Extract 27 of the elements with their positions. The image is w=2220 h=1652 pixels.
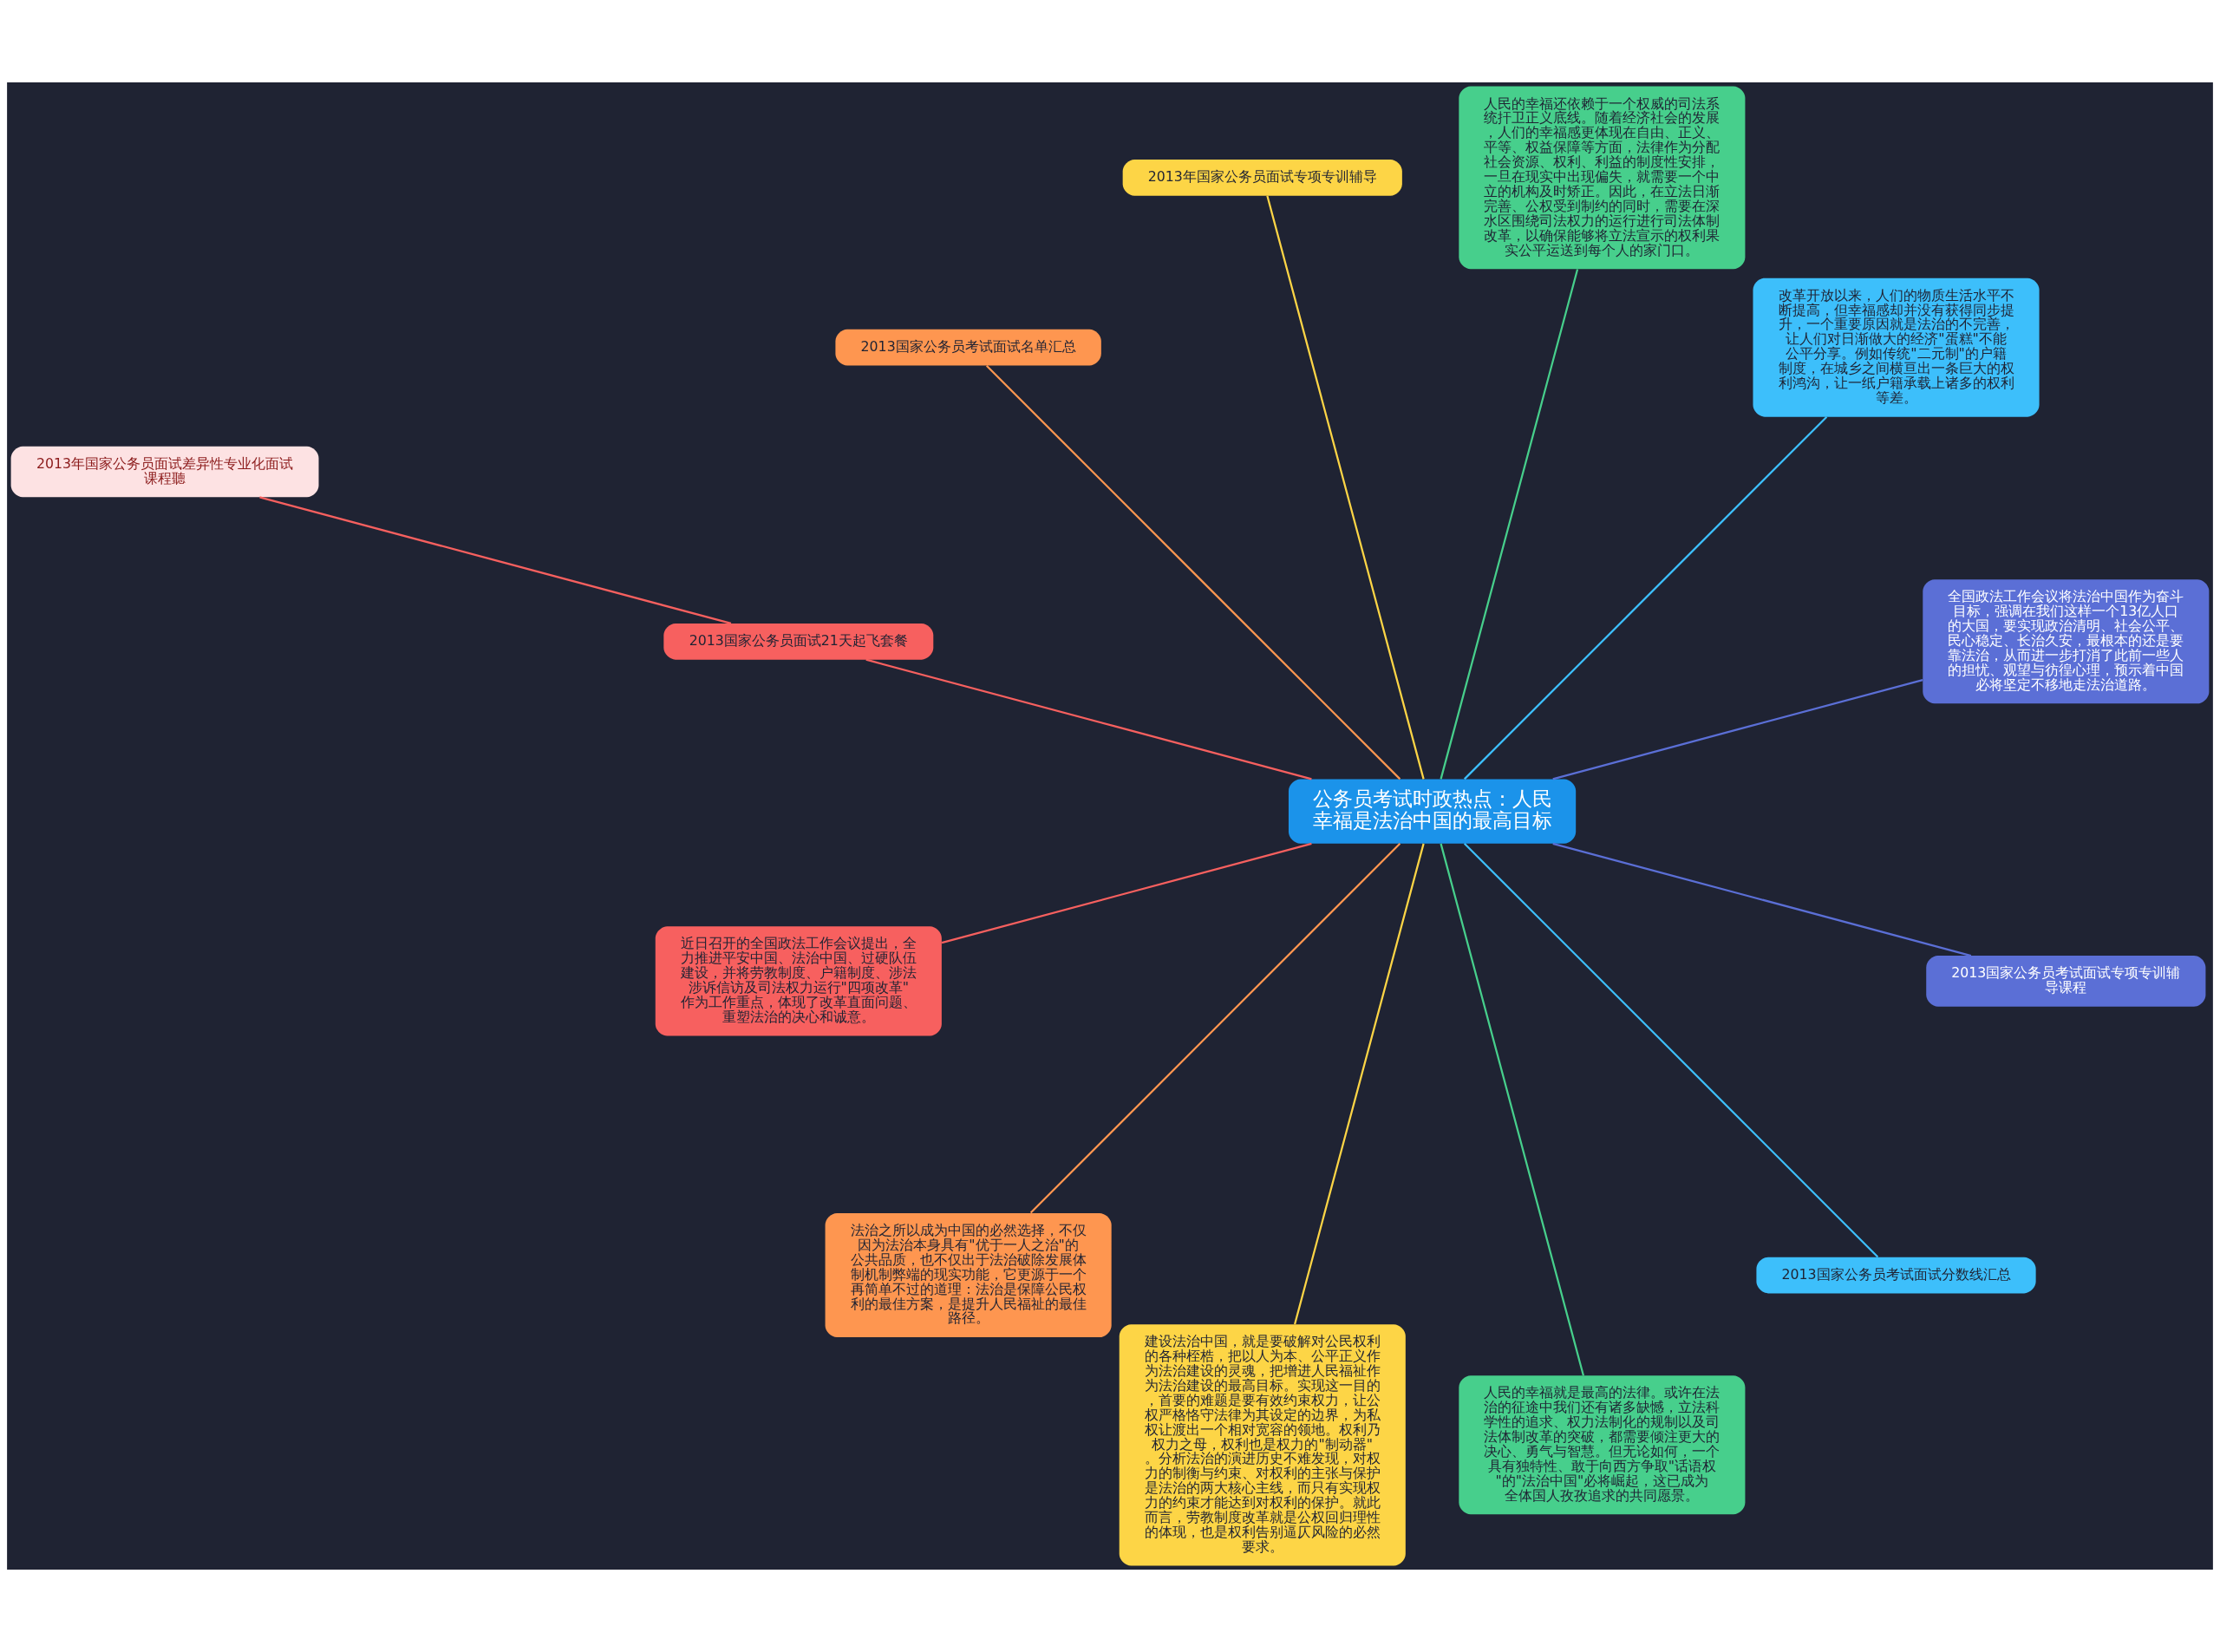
node-box: 公务员考试时政热点：人民幸福是法治中国的最高目标 xyxy=(1288,779,1577,844)
node-box: 近日召开的全国政法工作会议提出，全力推进平安中国、法治中国、过硬队伍建设，并将劳教制度、户籍制度、涉法涉诉信访及司法权力运行"四项改革"作为工作重点，体现了改革直面问题、重塑法治的决心和诚意。 xyxy=(655,926,942,1036)
node-box: 2013年国家公务员面试差异性专业化面试课程聽 xyxy=(10,446,319,498)
connector xyxy=(1266,195,1425,780)
node-box: 人民的幸福就是最高的法律。或许在法治的征途中我们还有诸多缺憾，立法科学性的追求、权力法制化的规制以及司法体制改革的突破，都需要倾注更大的决心、勇气与智慧。但无论如何，一个具有独特性、敢于向西方争取"话语权"的"法治中国"必将崛起，这已成为全体国人孜孜追求的共同愿景。 xyxy=(1459,1375,1746,1515)
node-box: 2013国家公务员考试面试专项专训辅导课程 xyxy=(1926,956,2206,1007)
node-box: 改革开放以来，人们的物质生活水平不断提高，但幸福感却并没有获得同步提升，一个重要原因就是法治的不完善，让人们对日渐做大的经济"蛋糕"不能公平分享。例如传统"二元制"的户籍制度，在城乡之间横亘出一条巨大的权利鸿沟，让一纸户籍承载上诸多的权利等差。 xyxy=(1753,278,2040,417)
node-box: 2013年国家公务员面试专项专训辅导 xyxy=(1122,160,1402,196)
node-box: 2013国家公务员考试面试分数线汇总 xyxy=(1756,1257,2036,1294)
node-box: 全国政法工作会议将法治中国作为奋斗目标，强调在我们这样一个13亿人口的大国，要实现政治清明、社会公平、民心稳定、长治久安，最根本的还是要靠法治，从而进一步打消了此前一些人的担忧、观望与彷徨心理，预示着中国必将坚定不移地走法治道路。 xyxy=(1923,579,2210,704)
node-box: 建设法治中国，就是要破解对公民权利的各种桎梏，把以人为本、公平正义作为法治建设的灵魂，把增进人民福祉作为法治建设的最高目标。实现这一目的，首要的难题是要有效约束权力，让公权严格恪守法律为其设定的边界，为私权让渡出一个相对宽容的领地。权利乃权力之母，权利也是权力的"制动器"。分析法治的演进历史不难发现，对权力的制衡与约束、对权利的主张与保护是法治的两大核心主线，而只有实现权力的约束才能达到对权利的保护。就此而言，劳教制度改革就是公权回归理性的体现，也是权利告别逼仄风险的必然要求。 xyxy=(1119,1324,1406,1566)
connector xyxy=(259,496,732,624)
connector xyxy=(941,842,1312,944)
connector xyxy=(865,658,1312,780)
node-box: 人民的幸福还依赖于一个权威的司法系统扞卫正义底线。随着经济社会的发展，人们的幸福感更体现在自由、正义、平等、权益保障等方面，法律作为分配社会资源、权利、利益的制度性安排，一旦在现实中出现偏失，就需要一个中立的机构及时矫正。因此，在立法日渐完善、公权受到制约的同时，需要在深水区围绕司法权力的运行进行司法体制改革，以确保能够将立法宣示的权利果实公平运送到每个人的家门口。 xyxy=(1459,86,1746,270)
connector xyxy=(1294,843,1425,1325)
node-box: 2013国家公务员考试面试名单汇总 xyxy=(835,329,1101,366)
connector xyxy=(1440,843,1584,1376)
connector xyxy=(1552,678,1923,780)
connector xyxy=(1552,842,1972,957)
connector xyxy=(1029,843,1401,1214)
connector xyxy=(1440,269,1579,780)
connector xyxy=(985,364,1401,780)
node-box: 2013国家公务员面试21天起飞套餐 xyxy=(663,623,934,660)
connector xyxy=(1463,415,1828,780)
node-box: 法治之所以成为中国的必然选择，不仅因为法治本身具有"优于一人之治"的公共品质，也不仅出于法治破除发展体制机制弊端的现实功能，它更源于一个再简单不过的道理：法治是保障公民权利的最佳方案，是提升人民福祉的最佳路径。 xyxy=(825,1213,1112,1338)
connector xyxy=(1463,843,1879,1258)
